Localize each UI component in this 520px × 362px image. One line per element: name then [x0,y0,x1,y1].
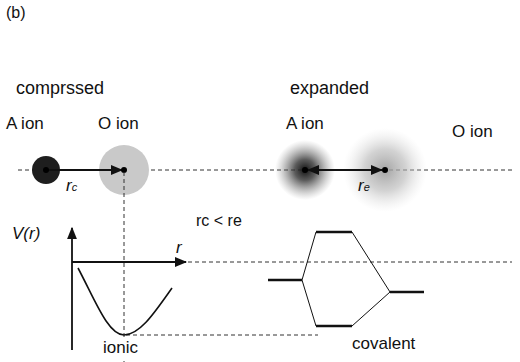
center-dot [302,167,308,173]
ion-label: O ion [98,114,139,134]
distance-arrow [46,169,122,171]
panel-label: (b) [6,4,26,22]
energy-level [316,231,352,234]
potential-curve [78,268,172,335]
center-dot [43,167,49,173]
relation-note: rc < re [196,212,242,230]
distance-label: re [358,176,370,196]
ion-label: O ion [452,122,493,142]
energy-level [390,291,424,294]
orbital-link [302,280,316,326]
ion-label: A ion [286,114,324,134]
ion-label: A ion [6,114,44,134]
center-dot [382,167,388,173]
energy-level [268,279,302,282]
distance-label: rc [66,176,77,196]
x-axis [72,261,186,263]
orbital-link [302,232,316,280]
guide-line [126,335,318,336]
axis-label: V(r) [12,224,40,244]
state-label: expanded [290,78,369,99]
bond-label: covalent [352,334,415,354]
orbital-link [352,232,390,292]
energy-level [316,325,352,328]
guide-line [188,262,512,263]
bond-label: ionic [101,338,140,358]
state-label: comprssed [16,78,104,99]
y-axis [71,228,73,350]
orbital-diagram [268,232,424,326]
orbital-link [352,292,390,326]
axis-line [18,170,512,171]
guide-line [124,172,125,362]
axis-label: r [176,238,182,258]
distance-arrow [308,169,382,171]
